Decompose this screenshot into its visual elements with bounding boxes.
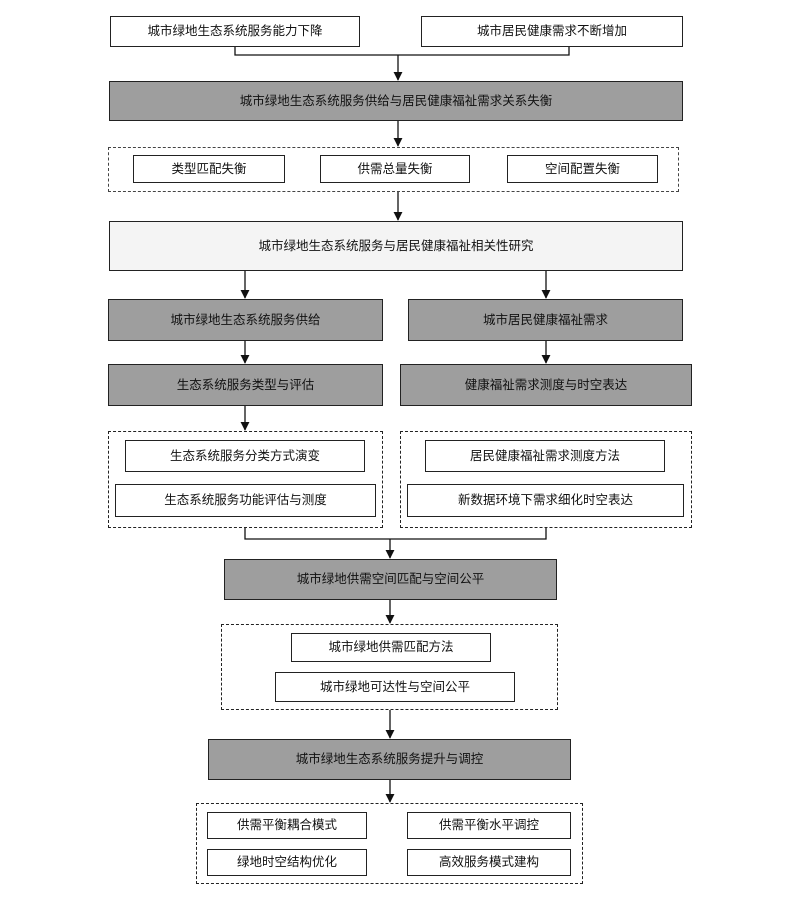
group-supply-details bbox=[108, 431, 383, 528]
node-demand-increase: 城市居民健康需求不断增加 bbox=[421, 16, 683, 47]
node-level-regulation: 供需平衡水平调控 bbox=[407, 812, 571, 839]
node-correlation-research: 城市绿地生态系统服务与居民健康福祉相关性研究 bbox=[109, 221, 683, 271]
node-accessibility-equity: 城市绿地可达性与空间公平 bbox=[275, 672, 515, 702]
node-imbalance: 城市绿地生态系统服务供给与居民健康福祉需求关系失衡 bbox=[109, 81, 683, 121]
node-service-decline: 城市绿地生态系统服务能力下降 bbox=[110, 16, 360, 47]
node-spatial-imbalance: 空间配置失衡 bbox=[507, 155, 658, 183]
node-service-types-evaluation: 生态系统服务类型与评估 bbox=[108, 364, 383, 406]
node-supply: 城市绿地生态系统服务供给 bbox=[108, 299, 383, 341]
node-type-imbalance: 类型匹配失衡 bbox=[133, 155, 285, 183]
connector-top-merge bbox=[234, 47, 570, 56]
node-matching-equity: 城市绿地供需空间匹配与空间公平 bbox=[224, 559, 557, 600]
connector-merge-middle bbox=[244, 528, 547, 540]
group-regulation-details bbox=[196, 803, 583, 884]
node-spatiotemporal-expression: 新数据环境下需求细化时空表达 bbox=[407, 484, 684, 517]
node-regulation: 城市绿地生态系统服务提升与调控 bbox=[208, 739, 571, 780]
node-structure-optimization: 绿地时空结构优化 bbox=[207, 849, 367, 876]
node-total-imbalance: 供需总量失衡 bbox=[320, 155, 470, 183]
group-imbalance-types bbox=[108, 147, 679, 192]
node-demand-measurement: 健康福祉需求测度与时空表达 bbox=[400, 364, 692, 406]
node-matching-method: 城市绿地供需匹配方法 bbox=[291, 633, 491, 662]
node-demand-method: 居民健康福祉需求测度方法 bbox=[425, 440, 665, 472]
node-service-mode-construction: 高效服务模式建构 bbox=[407, 849, 571, 876]
node-function-evaluation: 生态系统服务功能评估与测度 bbox=[115, 484, 376, 517]
group-demand-details bbox=[400, 431, 692, 528]
node-classification-evolution: 生态系统服务分类方式演变 bbox=[125, 440, 365, 472]
node-coupling-mode: 供需平衡耦合模式 bbox=[207, 812, 367, 839]
group-matching-details bbox=[221, 624, 558, 710]
node-demand: 城市居民健康福祉需求 bbox=[408, 299, 683, 341]
